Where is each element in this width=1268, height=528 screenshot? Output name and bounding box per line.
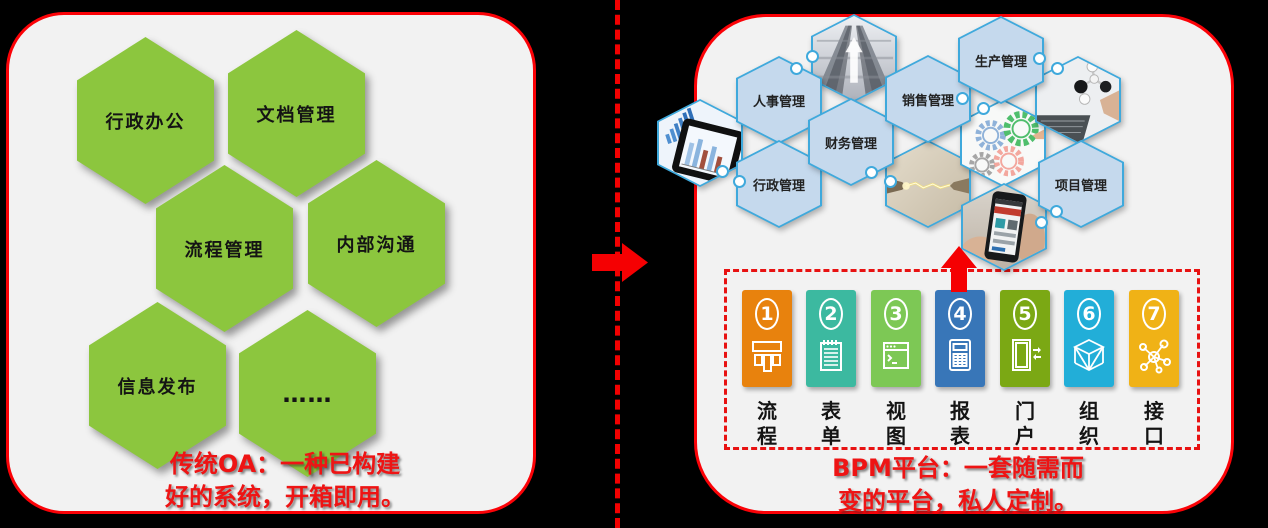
interface-icon xyxy=(1139,339,1171,374)
hex-internal-comm: 内部沟通 xyxy=(308,160,445,327)
module-number: 3 xyxy=(884,298,908,330)
module-label-portal: 门户 xyxy=(1015,399,1035,448)
caption-line: 变的平台，私人定制。 xyxy=(838,487,1078,515)
hex-document-mgmt: 文档管理 xyxy=(228,30,365,197)
module-card-view: 3 xyxy=(871,290,921,387)
hex-internal-comm-label: 内部沟通 xyxy=(308,160,445,327)
connector-node xyxy=(716,165,729,178)
flow-icon xyxy=(752,341,782,372)
view-icon xyxy=(883,342,909,369)
hex-photo-lightning-spark xyxy=(885,140,971,228)
hex-admin-mgmt-label: 行政管理 xyxy=(738,142,820,226)
hex-admin-mgmt: 行政管理 xyxy=(736,140,822,228)
connector-node xyxy=(865,166,878,179)
module-card-process: 1 xyxy=(742,290,792,387)
hex-finance-mgmt-label: 财务管理 xyxy=(810,100,892,184)
hex-info-publish-label: 信息发布 xyxy=(89,302,226,469)
connector-node xyxy=(806,50,819,63)
hex-photo-molecule-model xyxy=(1035,56,1121,144)
hex-hr-mgmt: 人事管理 xyxy=(736,56,822,144)
portal-icon xyxy=(1012,339,1041,371)
module-card-portal: 5 xyxy=(1000,290,1050,387)
right-arrow-icon xyxy=(592,243,648,282)
connector-node xyxy=(1033,52,1046,65)
caption-line: BPM平台：一套随需而 xyxy=(832,454,1084,482)
server-racks-photo xyxy=(813,16,895,100)
module-number: 6 xyxy=(1077,298,1101,330)
report-icon xyxy=(949,339,971,371)
module-card-report: 4 xyxy=(935,290,985,387)
module-card-organization: 6 xyxy=(1064,290,1114,387)
module-number: 7 xyxy=(1142,298,1166,330)
module-label-process: 流程 xyxy=(757,399,777,448)
hex-project-mgmt: 项目管理 xyxy=(1038,140,1124,228)
hex-info-publish: 信息发布 xyxy=(89,302,226,469)
caption-line: 传统OA：一种已构建 xyxy=(169,450,401,478)
up-arrow-icon xyxy=(941,246,977,292)
hex-ellipsis: …… xyxy=(239,310,376,477)
hex-admin-office: 行政办公 xyxy=(77,37,214,204)
lightning-spark-photo xyxy=(887,142,969,226)
connector-node xyxy=(977,102,990,115)
hex-photo-tablet-chart xyxy=(657,99,743,187)
smartphone-photo xyxy=(963,185,1045,269)
module-number: 1 xyxy=(755,298,779,330)
connector-node xyxy=(1050,205,1063,218)
connector-node xyxy=(1035,216,1048,229)
molecule-model-illustration xyxy=(1037,58,1119,142)
connector-node xyxy=(1051,62,1064,75)
server-racks-illustration xyxy=(813,16,895,100)
module-number: 5 xyxy=(1013,298,1037,330)
connector-node xyxy=(884,175,897,188)
hex-finance-mgmt: 财务管理 xyxy=(808,98,894,186)
hex-hr-mgmt-label: 人事管理 xyxy=(738,58,820,142)
molecule-model-photo xyxy=(1037,58,1119,142)
form-icon xyxy=(820,340,842,371)
module-label-interface: 接口 xyxy=(1144,399,1164,448)
hex-process-mgmt: 流程管理 xyxy=(156,165,293,332)
traditional-oa-caption: 传统OA：一种已构建 好的系统，开箱即用。 xyxy=(60,448,510,514)
module-label-view: 视图 xyxy=(886,399,906,448)
connector-node xyxy=(956,92,969,105)
connector-node xyxy=(790,62,803,75)
hex-photo-gears xyxy=(960,99,1046,187)
hex-photo-server-racks xyxy=(811,14,897,102)
caption-line: 好的系统，开箱即用。 xyxy=(165,483,405,511)
hex-production-mgmt-label: 生产管理 xyxy=(960,18,1042,102)
hex-production-mgmt: 生产管理 xyxy=(958,16,1044,104)
bpm-platform-caption: BPM平台：一套随需而 变的平台，私人定制。 xyxy=(733,452,1183,518)
gears-illustration xyxy=(962,101,1044,185)
connector-node xyxy=(733,175,746,188)
module-label-report: 报表 xyxy=(950,399,970,448)
hex-sales-mgmt-label: 销售管理 xyxy=(887,57,969,141)
module-number: 4 xyxy=(948,298,972,330)
module-number: 2 xyxy=(819,298,843,330)
hex-photo-smartphone xyxy=(961,183,1047,271)
module-label-organization: 组织 xyxy=(1079,399,1099,448)
module-card-form: 2 xyxy=(806,290,856,387)
org-icon xyxy=(1072,338,1106,372)
lightning-spark-illustration xyxy=(887,142,969,226)
module-label-form: 表单 xyxy=(821,399,841,448)
module-card-interface: 7 xyxy=(1129,290,1179,387)
gears-photo xyxy=(962,101,1044,185)
